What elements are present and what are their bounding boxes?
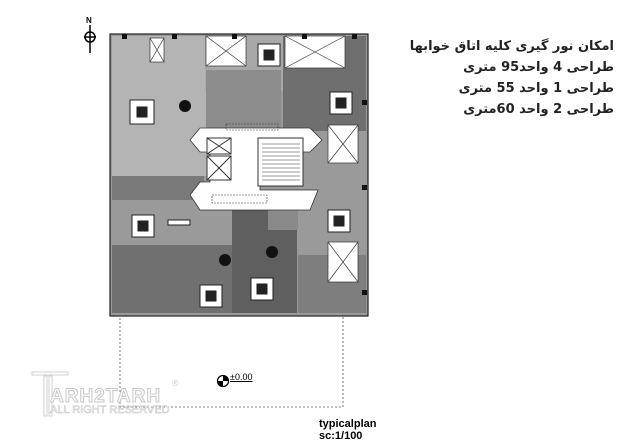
level-label: ±0.00 — [230, 372, 253, 382]
note-line: طراحی 1 واحد 55 متری — [458, 81, 614, 96]
columns — [122, 34, 367, 295]
north-arrow-icon — [84, 25, 96, 53]
design-notes: امکان نور گیری کلیه اتاق خوابها طراحی 4 … — [394, 36, 614, 120]
column-logo-icon — [31, 371, 69, 417]
drawing-title: typicalplan — [319, 418, 377, 430]
north-label: N — [86, 16, 92, 25]
registered-mark: ® — [172, 378, 179, 388]
drawing-scale: sc:1/100 — [319, 430, 363, 442]
dining-tables — [179, 100, 278, 266]
building-core — [189, 123, 323, 211]
stairs — [262, 143, 300, 181]
north-arrow: N — [84, 16, 96, 53]
note-line: طراحی 4 واحد95 متری — [463, 60, 614, 75]
patio-lightwells — [149, 35, 359, 283]
watermark-logo: ARH2TARH ® ALL RIGHT RESERVED — [30, 370, 179, 423]
furniture — [129, 43, 353, 308]
note-line: امکان نور گیری کلیه اتاق خوابها — [409, 39, 614, 54]
note-line: طراحی 2 واحد 60متری — [463, 102, 614, 117]
level-benchmark-icon — [216, 374, 230, 388]
watermark-rights: ALL RIGHT RESERVED — [50, 404, 170, 417]
unit-top-middle — [206, 70, 281, 128]
site-boundary — [119, 311, 344, 408]
drawing-caption: typicalplan sc:1/100 — [319, 418, 376, 442]
watermark-brand: ARH2TARH — [49, 386, 162, 408]
